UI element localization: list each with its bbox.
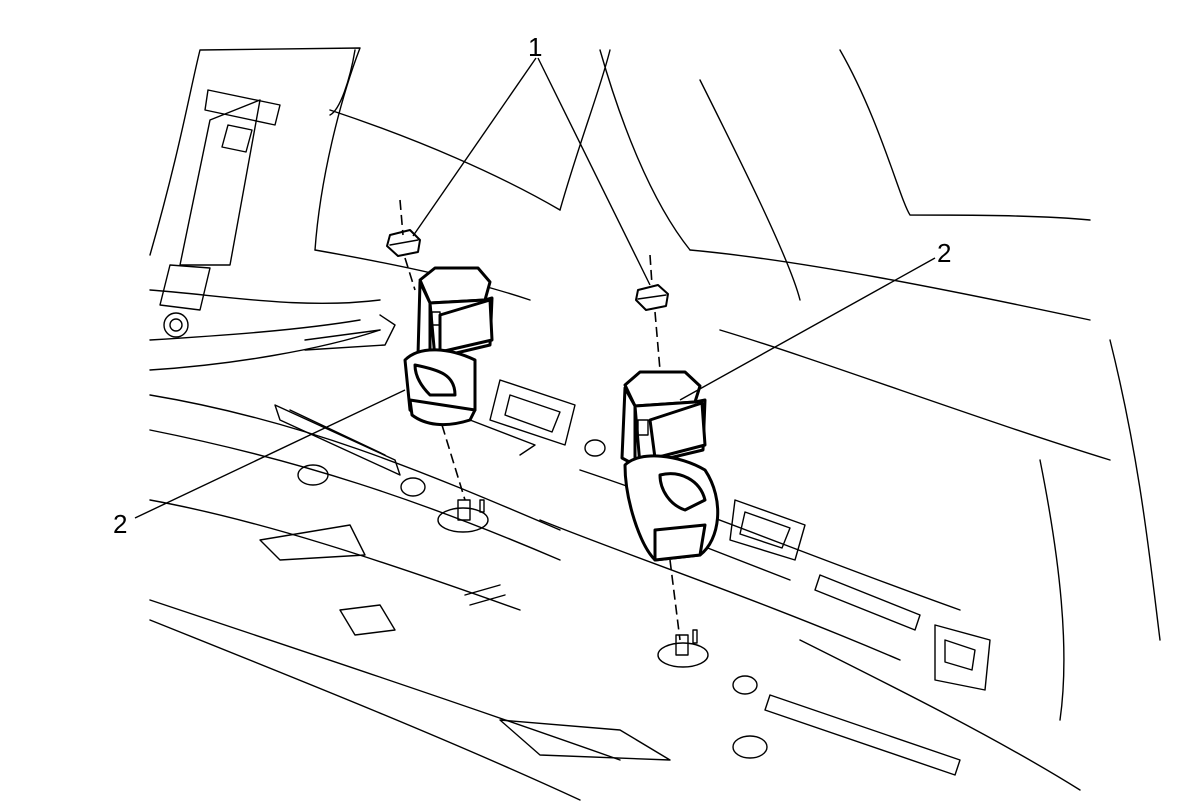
leader-2-right	[679, 257, 936, 401]
leader-1-right	[537, 57, 651, 286]
nut-right	[635, 254, 669, 371]
callout-label-nut: 1	[528, 32, 542, 62]
seat-belt-buckle-right	[620, 370, 720, 641]
callout-leaders	[134, 57, 936, 519]
nut-left	[386, 199, 421, 291]
leader-1-left	[412, 57, 537, 237]
seat-back-right	[559, 49, 611, 211]
belt-anchor-bolt	[163, 312, 189, 338]
callout-label-buckle-right: 2	[937, 238, 951, 268]
callout-label-buckle-left: 2	[113, 509, 127, 539]
shoulder-belt-left	[179, 99, 261, 266]
floor-stud-right	[657, 629, 709, 668]
floor-stud-left	[437, 499, 489, 533]
leader-2-left	[134, 389, 406, 519]
vehicle-interior-background	[149, 47, 1161, 801]
seat-belt-buckle-left	[403, 266, 494, 501]
seat-back-left	[149, 47, 361, 256]
floor-panel	[149, 394, 561, 531]
